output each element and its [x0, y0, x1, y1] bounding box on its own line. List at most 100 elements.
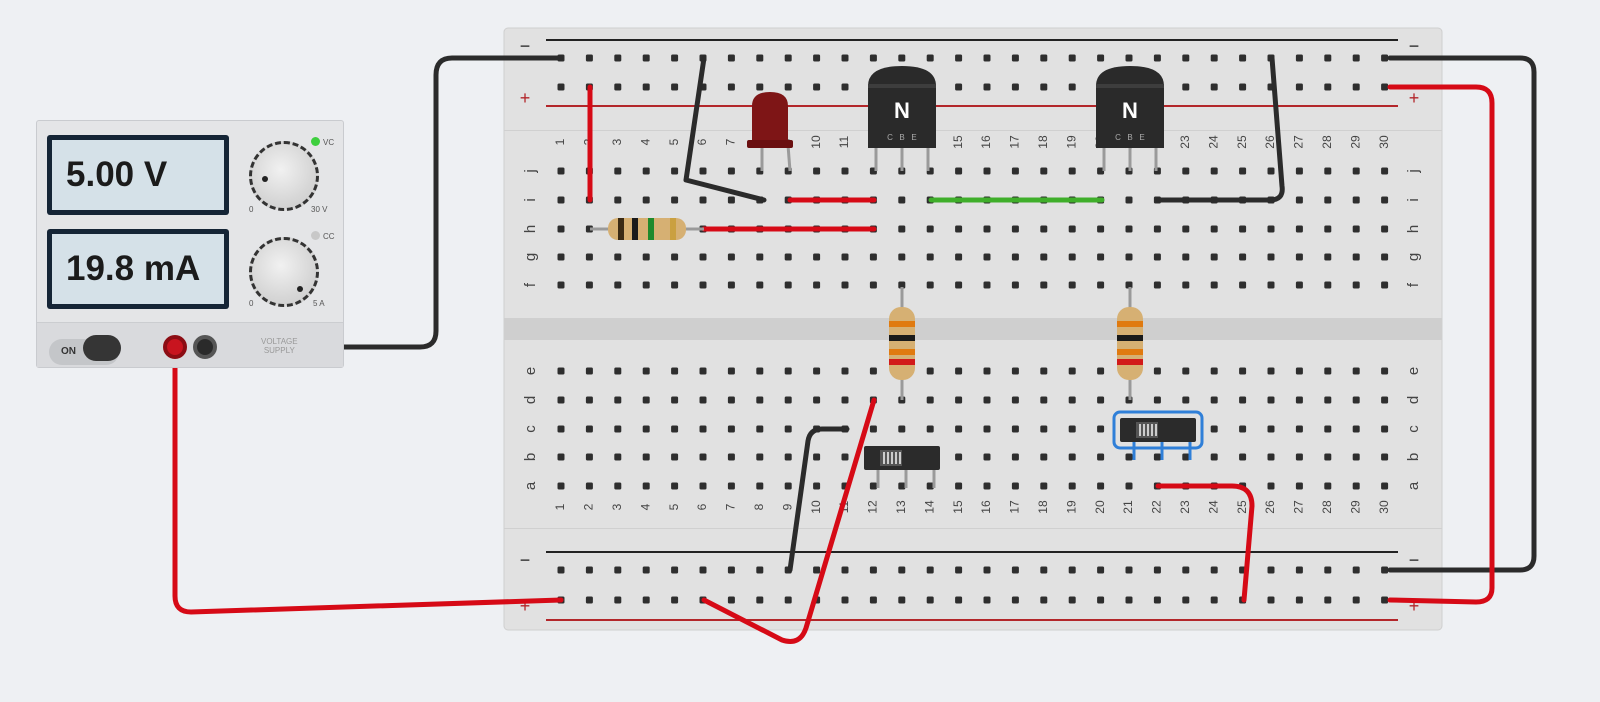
- breadboard-hole: [898, 281, 906, 289]
- rail-sign: −: [520, 550, 531, 570]
- breadboard-hole: [955, 253, 963, 261]
- voltage-knob[interactable]: [249, 141, 319, 211]
- column-number: 28: [1320, 500, 1334, 514]
- breadboard-hole: [983, 453, 991, 461]
- row-letter: e: [1405, 367, 1422, 375]
- breadboard-hole: [1182, 253, 1190, 261]
- column-number: 27: [1292, 500, 1306, 514]
- row-letter: a: [522, 481, 539, 490]
- column-number: 29: [1348, 500, 1362, 514]
- current-knob[interactable]: [249, 237, 319, 307]
- breadboard-hole: [1125, 225, 1133, 233]
- breadboard-hole: [784, 281, 792, 289]
- breadboard-hole: [557, 83, 565, 91]
- rail-divider-top: [504, 130, 1442, 131]
- transistor-flat: [868, 84, 936, 88]
- breadboard-hole: [955, 482, 963, 490]
- power-switch-toggle[interactable]: [83, 335, 121, 361]
- breadboard-hole: [1295, 482, 1303, 490]
- breadboard-hole: [1267, 482, 1275, 490]
- breadboard-hole: [955, 453, 963, 461]
- column-number: 4: [638, 138, 652, 145]
- breadboard-hole: [1324, 225, 1332, 233]
- breadboard-hole: [614, 367, 622, 375]
- breadboard-hole: [869, 367, 877, 375]
- breadboard-hole: [1210, 566, 1218, 574]
- row-letter: c: [1405, 425, 1422, 433]
- breadboard-hole: [784, 396, 792, 404]
- breadboard-hole: [1352, 425, 1360, 433]
- breadboard-hole: [614, 196, 622, 204]
- breadboard-hole: [585, 482, 593, 490]
- column-number: 6: [695, 138, 709, 145]
- breadboard-hole: [1068, 83, 1076, 91]
- breadboard-hole: [869, 54, 877, 62]
- breadboard-hole: [1352, 83, 1360, 91]
- column-number: 18: [1036, 135, 1050, 149]
- breadboard-hole: [1125, 281, 1133, 289]
- breadboard-hole: [699, 281, 707, 289]
- breadboard-hole: [557, 167, 565, 175]
- row-letter: h: [1405, 225, 1422, 233]
- breadboard-hole: [1153, 225, 1161, 233]
- breadboard-hole: [955, 83, 963, 91]
- breadboard-hole: [756, 253, 764, 261]
- switch-grip: [1147, 424, 1149, 436]
- breadboard-hole: [1125, 596, 1133, 604]
- breadboard-hole: [1239, 83, 1247, 91]
- wire-col12-positive: [701, 397, 877, 644]
- column-number: 1: [553, 503, 567, 510]
- breadboard-hole: [1381, 196, 1389, 204]
- current-knob-max-label: 5 A: [313, 299, 325, 308]
- breadboard-hole: [642, 453, 650, 461]
- breadboard-hole: [1210, 54, 1218, 62]
- breadboard-hole: [671, 167, 679, 175]
- breadboard-hole: [642, 281, 650, 289]
- breadboard-hole: [983, 396, 991, 404]
- breadboard-hole: [1267, 453, 1275, 461]
- row-letter: d: [1405, 396, 1422, 404]
- breadboard-hole: [557, 566, 565, 574]
- supply-brand-line2: SUPPLY: [263, 346, 295, 355]
- breadboard-hole: [1011, 167, 1019, 175]
- breadboard-hole: [1352, 482, 1360, 490]
- breadboard-hole: [983, 253, 991, 261]
- transistor-label: N: [894, 98, 910, 123]
- breadboard-hole: [1068, 425, 1076, 433]
- voltage-knob-indicator: [262, 176, 268, 182]
- rail-sign: +: [520, 596, 531, 616]
- breadboard-hole: [557, 453, 565, 461]
- breadboard-hole: [955, 281, 963, 289]
- column-number: 13: [894, 500, 908, 514]
- negative-terminal[interactable]: [193, 335, 217, 359]
- breadboard-hole: [1267, 367, 1275, 375]
- breadboard-hole: [1011, 596, 1019, 604]
- transistor-pin-label: B: [899, 133, 904, 142]
- rail-sign: +: [1409, 596, 1420, 616]
- breadboard-hole: [1324, 566, 1332, 574]
- breadboard-hole: [1210, 596, 1218, 604]
- breadboard-hole: [1182, 225, 1190, 233]
- breadboard-hole: [1381, 425, 1389, 433]
- resistor-band: [618, 218, 624, 240]
- breadboard-hole: [1324, 425, 1332, 433]
- breadboard-hole: [1011, 425, 1019, 433]
- voltage-display: 5.00 V: [47, 135, 229, 215]
- breadboard-hole: [1011, 83, 1019, 91]
- switch-grip: [891, 452, 893, 464]
- column-number: 22: [1150, 500, 1164, 514]
- positive-terminal[interactable]: [163, 335, 187, 359]
- breadboard-hole: [813, 453, 821, 461]
- breadboard-hole: [983, 596, 991, 604]
- breadboard-hole: [727, 253, 735, 261]
- breadboard-hole: [1324, 482, 1332, 490]
- breadboard-hole: [1210, 367, 1218, 375]
- breadboard-hole: [1267, 281, 1275, 289]
- breadboard-hole: [1295, 167, 1303, 175]
- breadboard-hole: [614, 596, 622, 604]
- power-supply[interactable]: 5.00 V 19.8 mA 0 30 V VC 0 5 A CC ON VOL…: [36, 120, 344, 368]
- breadboard-hole: [756, 396, 764, 404]
- column-number: 3: [610, 138, 624, 145]
